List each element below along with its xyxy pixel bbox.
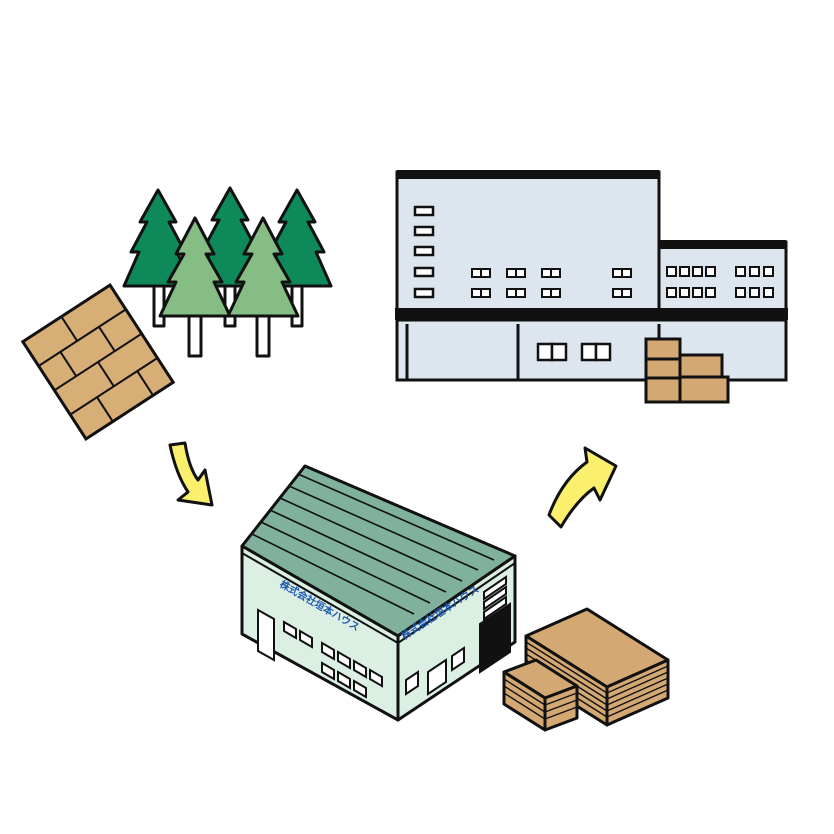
factory-front-details xyxy=(257,608,383,699)
cardboard-boxes-icon xyxy=(644,337,730,404)
front-windows-upper xyxy=(283,620,383,688)
tree-light-2 xyxy=(226,216,300,358)
side-vent-3 xyxy=(483,595,507,621)
lumber-board-icon xyxy=(20,282,176,442)
tree-light-1 xyxy=(158,216,232,358)
forest-icon xyxy=(122,186,333,358)
factory-side-details xyxy=(405,575,511,696)
front-windows-lower xyxy=(321,661,367,699)
arrow-down-icon xyxy=(168,441,214,507)
factory-door xyxy=(257,608,275,662)
plywood-stack-icon xyxy=(502,607,670,732)
loading-bay-door xyxy=(479,602,511,674)
side-window-2 xyxy=(451,646,465,672)
tree-dark-1 xyxy=(122,188,194,328)
side-vent-2 xyxy=(483,585,507,611)
warehouse-building-icon xyxy=(395,170,788,382)
side-vent-1 xyxy=(483,575,507,601)
side-entrance xyxy=(427,658,447,696)
arrow-up-icon xyxy=(547,446,618,529)
side-window-1 xyxy=(405,670,419,696)
